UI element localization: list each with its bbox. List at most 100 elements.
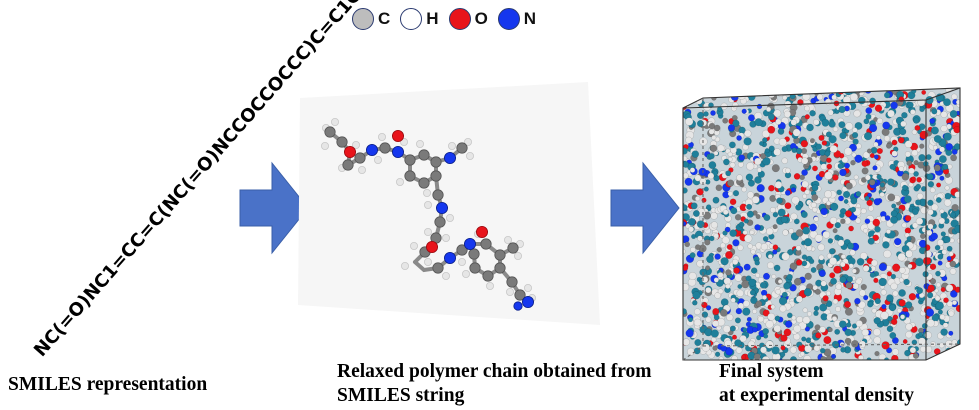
box-atom xyxy=(802,307,808,313)
box-atoms xyxy=(683,88,960,360)
box-atom xyxy=(720,309,728,317)
box-atom xyxy=(727,151,733,157)
box-atom xyxy=(945,142,954,151)
box-atom xyxy=(862,151,871,159)
box-atom xyxy=(685,136,693,144)
box-atom xyxy=(693,318,702,327)
box-atom xyxy=(869,97,876,105)
box-atom xyxy=(814,88,822,93)
box-atom xyxy=(887,109,895,118)
box-atom xyxy=(879,192,885,198)
box-atom xyxy=(692,300,698,306)
box-atom xyxy=(722,117,729,124)
box-atom xyxy=(683,172,689,179)
box-atom xyxy=(785,167,791,174)
box-atom xyxy=(693,210,700,217)
box-atom xyxy=(737,244,744,251)
box-atom xyxy=(902,339,908,344)
box-atom xyxy=(851,268,857,274)
box-atom xyxy=(869,272,876,278)
box-atom xyxy=(791,315,797,321)
box-atom xyxy=(829,257,838,266)
box-atom xyxy=(781,252,790,261)
box-atom xyxy=(774,181,783,189)
box-atom xyxy=(803,355,812,360)
legend-item-hydrogen: H xyxy=(400,8,439,30)
box-atom xyxy=(804,114,810,120)
box-atom xyxy=(896,308,902,314)
box-atom xyxy=(802,226,811,235)
box-atom xyxy=(736,135,742,141)
box-atom xyxy=(725,88,734,94)
nitrogen-swatch-icon xyxy=(497,8,520,30)
box-atom xyxy=(834,222,841,229)
box-atom xyxy=(737,284,743,289)
box-atom xyxy=(920,233,926,239)
box-atom xyxy=(843,147,853,156)
box-atom xyxy=(697,120,705,128)
box-atom xyxy=(901,111,908,119)
box-atom xyxy=(841,156,849,164)
box-atom xyxy=(883,92,891,99)
box-atom xyxy=(812,165,818,172)
box-atom xyxy=(840,254,847,260)
box-atom xyxy=(773,109,782,118)
box-atom xyxy=(816,93,824,101)
box-atom xyxy=(697,88,705,95)
right-arrow-icon xyxy=(610,161,680,255)
box-atom xyxy=(912,222,919,229)
box-atom xyxy=(724,226,731,233)
box-atom xyxy=(876,147,883,155)
box-atom xyxy=(685,117,694,126)
box-atom xyxy=(780,351,786,358)
box-atom xyxy=(824,190,832,199)
box-atom xyxy=(848,225,854,232)
box-atom xyxy=(910,109,916,115)
box-atom xyxy=(765,320,774,329)
box-atom xyxy=(949,211,956,218)
box-atom xyxy=(904,215,912,222)
box-atom xyxy=(747,340,756,348)
box-atom xyxy=(694,174,702,182)
box-atom xyxy=(790,88,800,94)
box-atom xyxy=(890,210,898,218)
box-atom xyxy=(780,345,786,351)
box-atom xyxy=(954,224,960,233)
box-atom xyxy=(713,233,719,239)
box-atom xyxy=(827,109,834,116)
box-atom xyxy=(889,332,897,339)
box-atom xyxy=(905,250,913,258)
box-atom xyxy=(913,117,920,124)
box-atom xyxy=(763,272,771,280)
box-atom xyxy=(694,308,701,316)
box-atom xyxy=(855,278,862,285)
box-atom xyxy=(931,108,938,115)
box-atom xyxy=(773,88,779,94)
box-atom xyxy=(866,199,873,207)
box-atom xyxy=(953,346,960,355)
box-atom xyxy=(803,288,813,297)
caption-line: at experimental density xyxy=(719,385,914,406)
box-atom xyxy=(808,258,815,264)
box-atom xyxy=(849,92,859,102)
legend-label: N xyxy=(523,9,537,28)
box-atom xyxy=(854,122,863,130)
box-atom xyxy=(953,126,960,134)
box-atom xyxy=(721,236,730,245)
box-atom xyxy=(921,323,928,329)
box-atom xyxy=(878,262,888,272)
box-atom xyxy=(727,124,736,132)
box-atom xyxy=(725,269,732,276)
box-atom xyxy=(855,217,862,224)
box-atom xyxy=(787,312,793,319)
box-atom xyxy=(705,316,712,323)
box-atom xyxy=(777,128,785,135)
box-atom xyxy=(708,161,717,170)
box-atom xyxy=(734,339,742,347)
box-atom xyxy=(795,245,802,251)
box-atom xyxy=(871,308,877,314)
box-atom xyxy=(901,222,907,228)
box-atom xyxy=(714,292,722,299)
box-atom xyxy=(943,98,951,107)
box-atom xyxy=(862,265,870,272)
